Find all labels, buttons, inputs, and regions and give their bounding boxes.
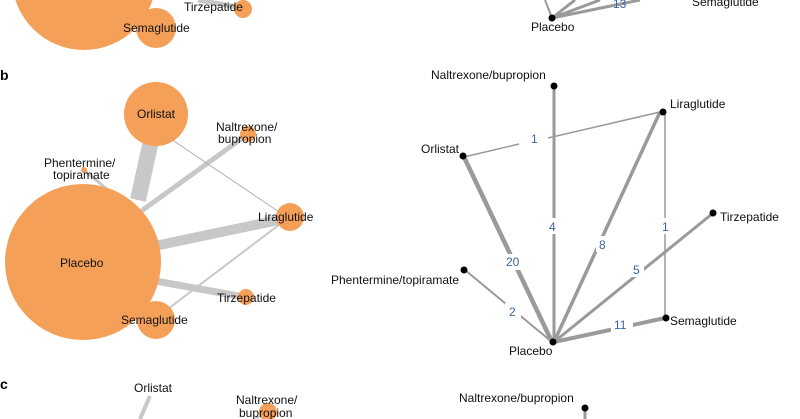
label-rb-placebo: Placebo <box>509 344 553 358</box>
dot-c-naltrexone <box>581 404 589 412</box>
label-a-tirzepatide: Tirzepatide <box>184 0 243 14</box>
node-b-placebo <box>5 184 161 340</box>
num-bg-20 <box>503 254 525 270</box>
label-a-right-semaglutide: Semaglutide <box>692 0 759 9</box>
edge-rb-orlistat-liraglutide-2 <box>547 111 661 139</box>
node-b-tirzepatide <box>238 289 254 305</box>
label-b-placebo: Placebo <box>60 256 104 270</box>
dot-rb-naltrexone <box>550 82 558 90</box>
panel-letter-b: b <box>0 67 9 83</box>
node-a-tirzepatide <box>234 0 252 18</box>
edge-rb-orlistat-placebo <box>461 156 555 343</box>
label-rb-semaglutide: Semaglutide <box>670 314 737 328</box>
label-b-liraglutide: Liraglutide <box>258 210 314 224</box>
dot-rb-liraglutide <box>659 108 667 116</box>
node-b-naltrexone <box>240 126 256 142</box>
label-b-naltrexone-1: Naltrexone/ <box>216 120 278 134</box>
label-b-tirzepatide: Tirzepatide <box>217 291 276 305</box>
num-bg-8 <box>596 236 612 252</box>
num-bg-2 <box>505 303 521 319</box>
edge-c-orlistat <box>138 395 152 419</box>
dot-rb-tirzepatide <box>709 209 717 217</box>
number-b-phen-pla: 2 <box>509 305 516 319</box>
panel-b-left-network: Orlistat Naltrexone/ bupropion Phentermi… <box>5 82 314 340</box>
number-b-nal-pla: 4 <box>549 220 556 234</box>
node-b-orlistat <box>124 82 188 146</box>
label-c-orlistat: Orlistat <box>134 381 173 395</box>
panel-a: Semaglutide Tirzepatide Placebo 13 Semag… <box>15 0 759 50</box>
num-bg-1a <box>526 130 542 146</box>
edge-b-placebo-phentermine <box>83 168 109 192</box>
label-c-right-naltrexone: Naltrexone/bupropion <box>459 391 574 405</box>
edge-a-r3 <box>551 0 641 20</box>
label-c-naltrexone-2: bupropion <box>239 406 292 419</box>
number-b-lira-pla: 8 <box>599 238 606 252</box>
edge-b-placebo-tirzepatide <box>149 276 245 301</box>
dot-rb-semaglutide <box>662 314 670 322</box>
node-a-semaglutide <box>136 8 176 48</box>
label-b-orlistat: Orlistat <box>137 107 176 121</box>
label-rb-liraglutide: Liraglutide <box>670 97 726 111</box>
num-bg-4 <box>545 218 561 234</box>
label-rb-naltrexone: Naltrexone/bupropion <box>431 68 546 82</box>
number-b-orl-lira: 1 <box>531 132 538 146</box>
panel-letter-c: c <box>0 376 8 392</box>
edge-rb-tirzepatide-placebo <box>553 212 713 344</box>
dot-rb-phentermine <box>460 266 468 274</box>
edge-b-placebo-liraglutide <box>148 213 290 252</box>
number-b-sema-pla: 11 <box>614 318 627 332</box>
label-b-phentermine-2: topiramate <box>53 168 110 182</box>
num-bg-5 <box>628 261 644 277</box>
dot-rb-orlistat <box>459 152 467 160</box>
label-a-semaglutide: Semaglutide <box>123 21 190 35</box>
edge-b-orlistat-liraglutide <box>164 134 289 219</box>
edge-rb-semaglutide-placebo <box>553 316 666 344</box>
panel-b-right-network: 1 4 8 1 20 5 2 11 Naltrexone/bupropion L… <box>331 68 779 358</box>
edge-rb-liraglutide-placebo <box>552 111 662 343</box>
node-b-liraglutide <box>276 203 304 231</box>
node-a-placebo <box>15 0 153 50</box>
number-b-tirz-pla: 5 <box>633 263 640 277</box>
node-c-naltrexone <box>259 403 277 419</box>
edge-b-semaglutide-liraglutide <box>155 217 289 319</box>
node-b-phentermine <box>81 167 87 173</box>
edge-rb-orlistat-liraglutide-1 <box>463 143 520 158</box>
dot-a-placebo <box>548 14 556 22</box>
label-b-naltrexone-2: bupropion <box>218 132 271 146</box>
label-rb-orlistat: Orlistat <box>421 142 460 156</box>
dot-rb-placebo <box>549 338 557 346</box>
node-b-semaglutide <box>137 301 175 339</box>
label-b-phentermine-1: Phentermine/ <box>44 156 116 170</box>
label-a-right-placebo: Placebo <box>531 20 575 34</box>
num-bg-1b <box>657 218 673 234</box>
label-rb-phentermine: Phentermine/topiramate <box>331 273 459 287</box>
number-a-13: 13 <box>613 0 627 11</box>
panel-c: Orlistat Naltrexone/ bupropion Naltrexon… <box>134 381 589 419</box>
number-b-lira-sema: 1 <box>662 220 669 234</box>
number-b-orl-pla: 20 <box>506 255 520 269</box>
num-bg-11 <box>611 317 633 333</box>
label-c-naltrexone-1: Naltrexone/ <box>236 393 298 407</box>
label-b-semaglutide: Semaglutide <box>121 313 188 327</box>
edge-b-placebo-naltrexone <box>138 131 250 215</box>
label-rb-tirzepatide: Tirzepatide <box>720 210 779 224</box>
